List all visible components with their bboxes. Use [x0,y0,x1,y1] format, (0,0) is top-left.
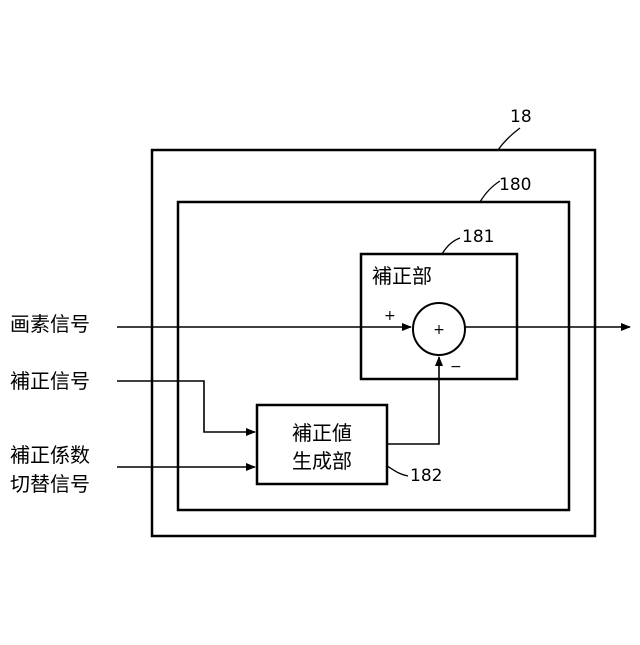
leader-181 [442,238,460,254]
input-switch-signal-label-line1: 補正係数 [10,443,90,467]
ref-value-gen-label: 182 [410,466,442,486]
ref-correction-label: 181 [462,227,494,247]
sum-minus-sign: − [450,359,462,375]
correction-value-line [387,357,439,444]
leader-18 [498,128,520,150]
leader-180 [480,181,500,202]
value-gen-label-line1: 補正値 [292,421,352,445]
input-correction-signal-label: 補正信号 [10,369,90,393]
value-gen-label-line2: 生成部 [292,449,352,473]
correction-signal-line [117,381,255,432]
input-switch-signal-label-line2: 切替信号 [10,472,90,496]
ref-outer-label: 18 [510,107,532,127]
correction-unit-label: 補正部 [372,264,432,288]
input-pixel-signal-label: 画素信号 [10,312,90,336]
leader-182 [387,466,408,476]
ref-middle-label: 180 [499,175,531,195]
middle-block-180 [178,202,569,510]
sum-symbol: + [433,322,445,338]
outer-block-18 [152,150,595,536]
sum-plus-sign: + [384,308,396,324]
